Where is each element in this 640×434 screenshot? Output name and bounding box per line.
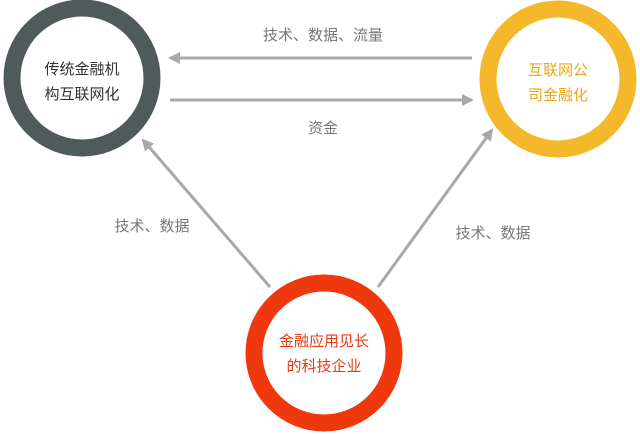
node-traditional-line1: 传统金融机 (44, 60, 119, 78)
node-internet-ring (479, 0, 637, 158)
arrow-tech-to-traditional (141, 138, 272, 288)
edge-label-top-left: 技术、数据、流量 (263, 26, 383, 44)
edge-label-top-right: 资金 (308, 119, 338, 137)
node-tech-line2: 的科技企业 (286, 357, 361, 375)
node-internet-line1: 互联网公 (528, 61, 588, 79)
node-tech-ring (245, 274, 403, 432)
node-tech-enterprise: 金融应用见长 的科技企业 (245, 274, 403, 432)
node-internet-company: 互联网公 司金融化 (479, 0, 637, 158)
node-traditional-line2: 构互联网化 (44, 85, 119, 103)
node-traditional-finance: 传统金融机 构互联网化 (3, 0, 161, 157)
node-internet-line2: 司金融化 (528, 86, 588, 104)
node-tech-line1: 金融应用见长 (279, 332, 369, 350)
edge-label-right: 技术、数据 (455, 224, 530, 242)
arrow-tech-to-internet (376, 128, 494, 288)
edge-label-left: 技术、数据 (114, 217, 189, 235)
node-traditional-ring (3, 0, 161, 157)
